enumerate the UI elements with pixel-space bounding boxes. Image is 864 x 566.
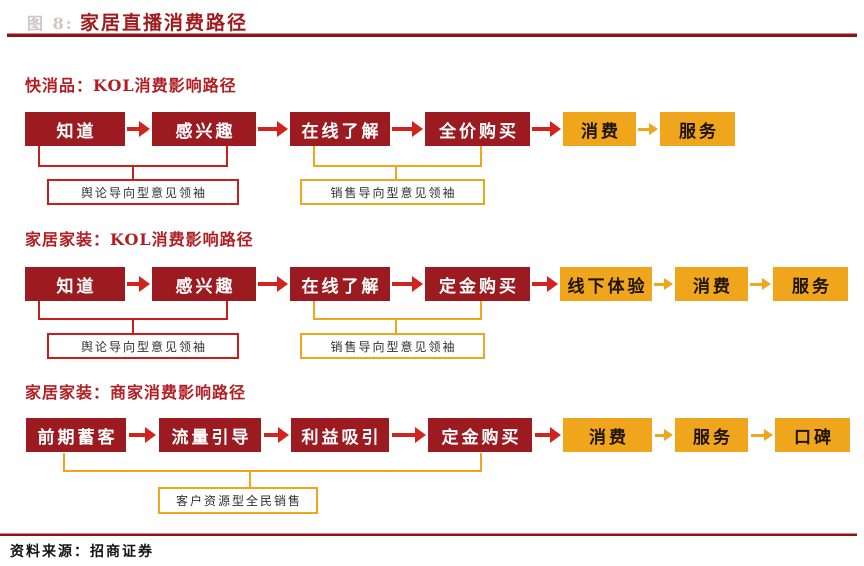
flow-node: 线下体验 (560, 267, 652, 301)
arrow-right-icon (392, 427, 426, 443)
flow-node: 口碑 (775, 418, 850, 452)
arrow-right-icon (750, 278, 771, 290)
flow-node: 感兴趣 (152, 112, 256, 146)
bracket-line (480, 301, 482, 320)
flow-node: 在线了解 (290, 267, 390, 301)
bracket-line (226, 146, 228, 167)
bracket-line (480, 453, 482, 472)
arrow-right-icon (638, 123, 658, 135)
flow-node: 在线了解 (290, 112, 390, 146)
bracket-line (38, 318, 228, 320)
bracket-line (249, 472, 251, 487)
flow-node: 流量引导 (159, 418, 261, 452)
bracket-line (313, 318, 482, 320)
bracket-line (38, 165, 228, 167)
arrow-right-icon (258, 121, 288, 137)
arrow-right-icon (258, 276, 288, 292)
bracket-label: 客户资源型全民销售 (158, 487, 318, 514)
section-header-1: 快消品：KOL消费影响路径 (25, 76, 237, 95)
flow-node: 定金购买 (428, 418, 532, 452)
arrow-right-icon (392, 121, 423, 137)
arrow-right-icon (127, 276, 150, 292)
bracket-line (38, 301, 40, 320)
bracket-label: 销售导向型意见领袖 (300, 333, 485, 359)
bracket-line (132, 167, 134, 180)
flow-node: 服务 (675, 418, 748, 452)
arrow-right-icon (655, 429, 673, 441)
bracket-line (313, 146, 315, 167)
bracket-line (38, 146, 40, 167)
bracket-label: 舆论导向型意见领袖 (47, 179, 239, 205)
arrow-right-icon (129, 427, 156, 443)
bracket-line (63, 453, 65, 472)
arrow-right-icon (264, 427, 289, 443)
arrow-right-icon (751, 429, 773, 441)
bracket-line (395, 167, 397, 180)
arrow-right-icon (532, 121, 561, 137)
arrow-right-icon (532, 276, 558, 292)
flow-node: 前期蓄客 (26, 418, 126, 452)
bracket-line (63, 470, 482, 472)
arrow-right-icon (535, 427, 561, 443)
flow-node: 感兴趣 (152, 267, 256, 301)
title-rule (7, 33, 857, 37)
flow-node: 知道 (25, 267, 125, 301)
figure-title: 家居直播消费路径 (80, 12, 249, 34)
bracket-line (313, 165, 482, 167)
bracket-line (226, 301, 228, 320)
flow-node: 定金购买 (425, 267, 530, 301)
bracket-label: 舆论导向型意见领袖 (47, 333, 239, 359)
bracket-line (395, 320, 397, 333)
flow-node: 消费 (675, 267, 748, 301)
flow-node: 服务 (773, 267, 848, 301)
bracket-line (313, 301, 315, 320)
source-note: 资料来源：招商证券 (10, 544, 154, 560)
section-header-3: 家居家装：商家消费影响路径 (25, 383, 247, 402)
arrow-right-icon (127, 121, 150, 137)
flow-node: 知道 (25, 112, 125, 146)
section-header-2: 家居家装：KOL消费影响路径 (25, 230, 254, 249)
arrow-right-icon (392, 276, 423, 292)
bottom-rule (0, 533, 857, 536)
flow-node: 消费 (563, 112, 636, 146)
bracket-label: 销售导向型意见领袖 (300, 179, 485, 205)
bracket-line (132, 320, 134, 333)
flow-node: 利益吸引 (291, 418, 389, 452)
figure-caption-number: 图 8: (27, 14, 74, 33)
arrow-right-icon (654, 278, 673, 290)
bracket-line (480, 146, 482, 167)
flow-node: 消费 (563, 418, 652, 452)
flow-node: 服务 (660, 112, 735, 146)
flow-node: 全价购买 (425, 112, 530, 146)
